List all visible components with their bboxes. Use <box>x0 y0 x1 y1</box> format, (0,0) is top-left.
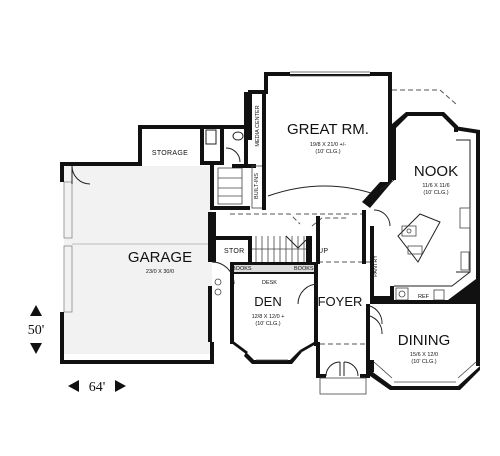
width-value: 64' <box>89 380 106 395</box>
media-center-label: MEDIA CENTER <box>255 105 261 146</box>
foyer-area <box>316 304 383 395</box>
arrow-down-icon <box>30 343 42 354</box>
den-size: 12/8 X 12/0 + <box>252 314 285 320</box>
dining-name: DINING <box>398 332 451 349</box>
depth-value: 50' <box>28 323 45 338</box>
nook-name: NOOK <box>414 163 458 180</box>
great-room-size: 19/8 X 21/0 +/- <box>310 142 346 148</box>
width-dimension: 64' <box>68 380 126 395</box>
great-room-name: GREAT RM. <box>287 121 369 138</box>
nook-size: 11/6 X 11/6 <box>422 183 449 189</box>
up-label: UP <box>318 248 328 255</box>
books-right-label: BOOKS <box>294 266 314 272</box>
built-ins-label: BUILT-INS <box>254 173 260 199</box>
great-room-area <box>248 71 457 210</box>
nook-area <box>370 112 480 304</box>
dining-area <box>370 300 480 390</box>
arrow-left-icon <box>68 380 79 392</box>
nook-ceiling: (10' CLG.) <box>423 190 448 196</box>
dining-ceiling: (10' CLG.) <box>411 359 436 365</box>
garage-area <box>60 125 214 364</box>
desk-label: DESK <box>262 280 277 286</box>
books-left-label: BOOKS <box>232 266 252 272</box>
garage-name: GARAGE <box>128 249 192 266</box>
den-ceiling: (10' CLG.) <box>255 321 280 327</box>
foyer-name: FOYER <box>318 294 363 309</box>
arrow-right-icon <box>115 380 126 392</box>
stair-area <box>211 210 370 296</box>
great-room-ceiling: (10' CLG.) <box>315 149 340 155</box>
den-name: DEN <box>254 294 281 309</box>
storage-area <box>200 92 265 210</box>
ref-label: REF <box>418 294 430 300</box>
stor-label: STOR <box>224 248 245 255</box>
pantry-label: PANTRY <box>373 255 379 277</box>
garage-size: 23/0 X 30/0 <box>146 269 174 275</box>
den-area <box>230 262 319 364</box>
storage-label: STORAGE <box>152 150 188 157</box>
arrow-up-icon <box>30 305 42 316</box>
depth-dimension: 50' <box>28 305 45 354</box>
dining-size: 15/6 X 12/0 <box>410 352 438 358</box>
